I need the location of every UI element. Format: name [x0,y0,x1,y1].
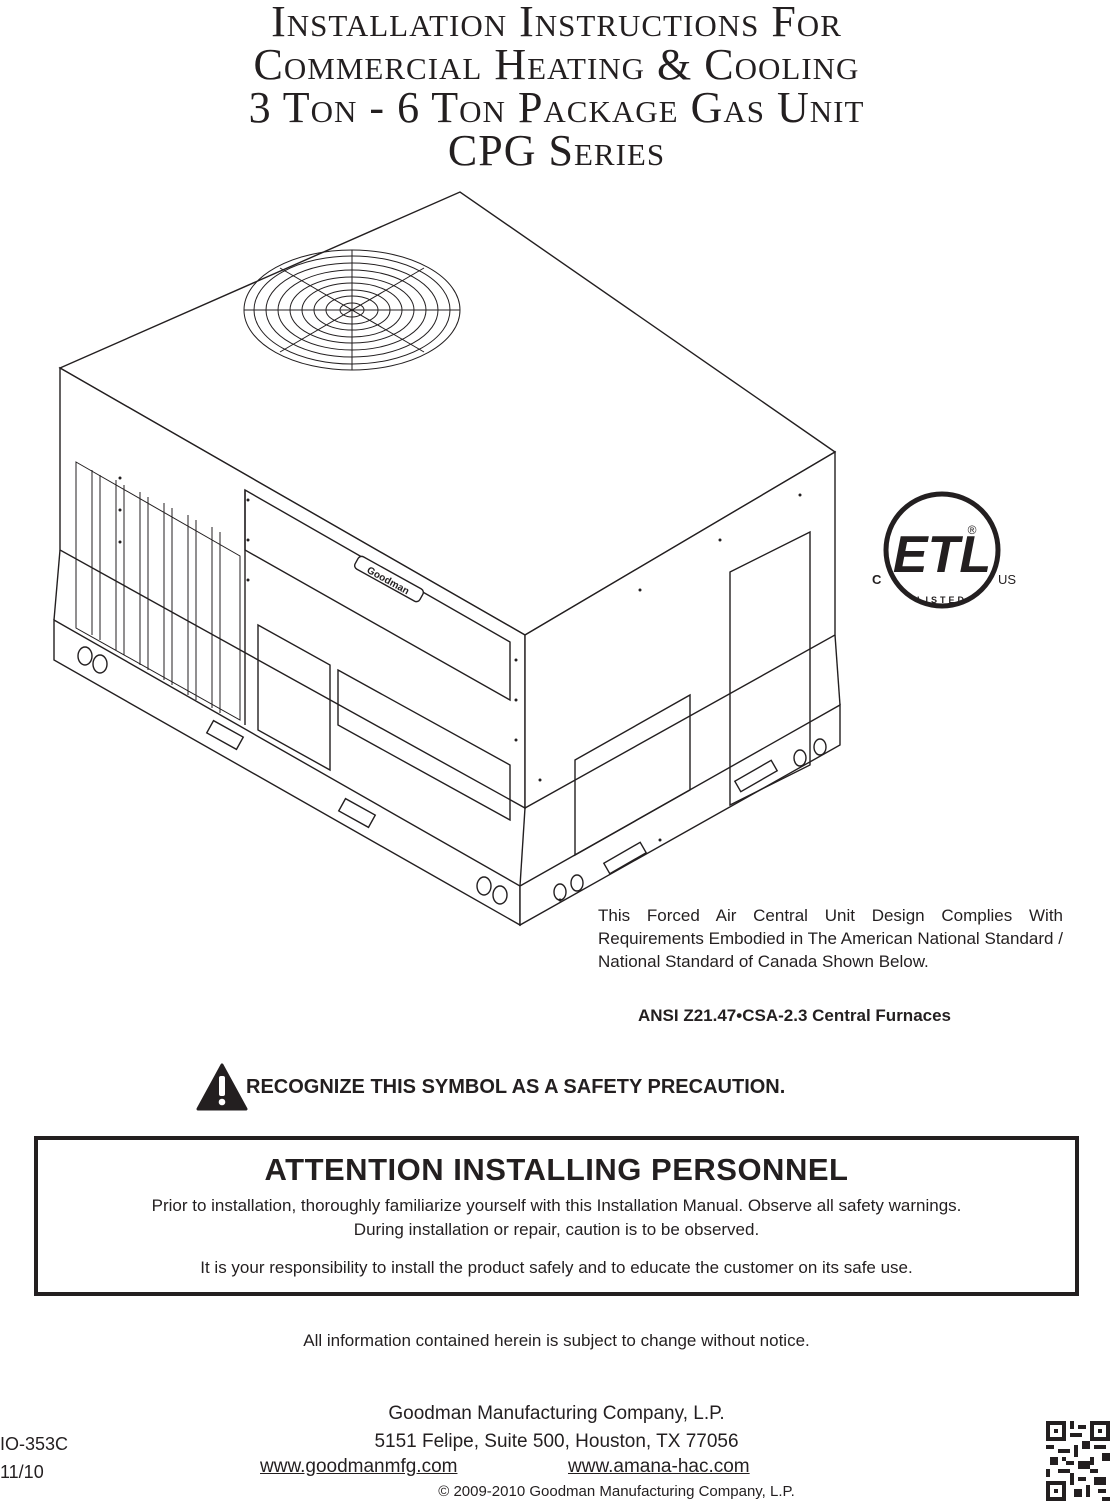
company-address: 5151 Felipe, Suite 500, Houston, TX 7705… [374,1431,739,1452]
attention-paragraph-2: It is your responsibility to install the… [200,1258,913,1277]
title-line-2: Commercial Heating & Cooling [253,40,860,89]
change-notice: All information contained herein is subj… [303,1331,810,1350]
company-name: Goodman Manufacturing Company, L.P. [388,1403,725,1424]
goodman-website-link[interactable]: www.goodmanmfg.com [260,1456,458,1477]
title-line-3: 3 Ton - 6 Ton Package Gas Unit [248,83,865,132]
package-unit-illustration: Goodman [53,191,841,927]
document-code: IO-353C 11/10 [0,1430,68,1486]
safety-symbol-row: RECOGNIZE THIS SYMBOL AS A SAFETY PRECAU… [196,1062,785,1112]
etl-listed-mark: ETL ® C US LISTED [872,491,1016,609]
svg-text:US: US [998,572,1016,587]
compliance-standard: ANSI Z21.47•CSA-2.3 Central Furnaces [638,1006,952,1025]
website-links: www.goodmanmfg.com www.amana-hac.com [0,1456,1113,1484]
attention-paragraph-1-line-2: During installation or repair, caution i… [353,1220,760,1239]
base-rail-right [519,703,841,927]
svg-text:C: C [872,572,882,587]
document-number: IO-353C [0,1434,69,1454]
document-date: 11/10 [0,1462,44,1482]
title-line-4: CPG Series [447,126,666,175]
document-title: Installation Instructions For Commercial… [0,0,1113,175]
svg-text:®: ® [968,523,977,537]
safety-precaution-text: RECOGNIZE THIS SYMBOL AS A SAFETY PRECAU… [246,1075,786,1098]
attention-paragraph-1-line-1: Prior to installation, thoroughly famili… [151,1196,962,1215]
amana-website-link[interactable]: www.amana-hac.com [568,1456,750,1477]
svg-text:ETL: ETL [893,526,991,584]
copyright-line: © 2009-2010 Goodman Manufacturing Compan… [438,1483,795,1500]
svg-text:LISTED: LISTED [917,595,967,605]
condenser-louvers [75,461,241,721]
compliance-statement: This Forced Air Central Unit Design Comp… [598,906,1063,971]
attention-heading: ATTENTION INSTALLING PERSONNEL [264,1152,849,1187]
attention-box: ATTENTION INSTALLING PERSONNEL Prior to … [34,1136,1079,1296]
company-info: Goodman Manufacturing Company, L.P. 5151… [0,1400,1113,1456]
warning-triangle-icon [196,1063,248,1111]
title-line-1: Installation Instructions For [271,0,842,46]
qr-code [1046,1421,1110,1501]
condenser-fan-guard [243,249,461,371]
